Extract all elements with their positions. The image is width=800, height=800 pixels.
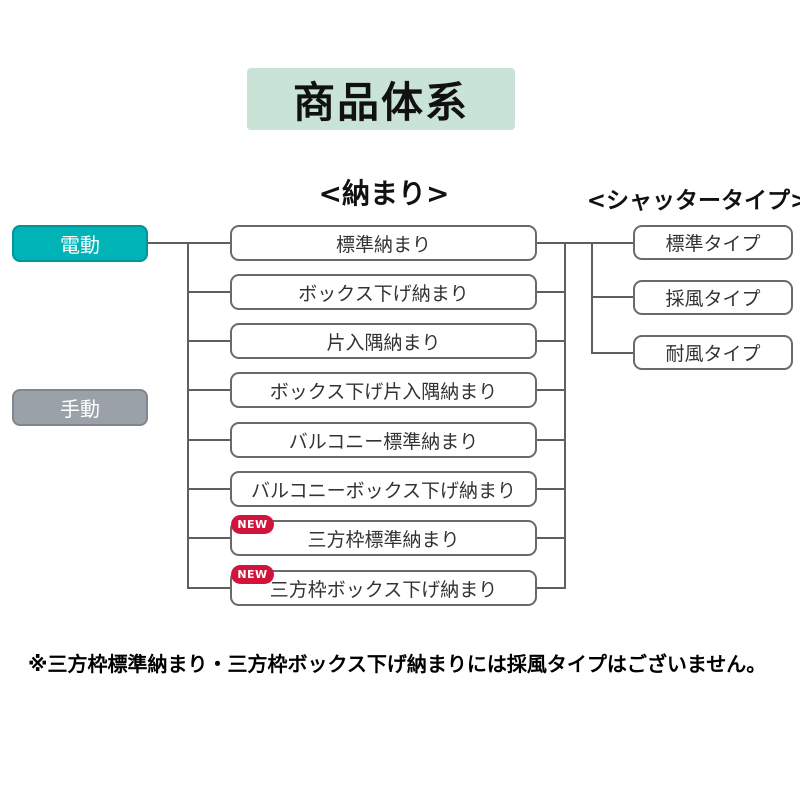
installation-box-corner: 片入隅納まり [230, 323, 537, 359]
installation-column-header: <納まり> [318, 177, 450, 210]
shutter-box-ventilation: 採風タイプ [633, 280, 793, 315]
connector-stub [537, 488, 566, 490]
connector-to-shutter-windproof [591, 352, 633, 354]
connector-right-trunk [564, 242, 566, 589]
connector-stub [537, 389, 566, 391]
shutter-box-label: 標準タイプ [665, 233, 761, 255]
installation-box-box-lowered-corner: ボックス下げ片入隅納まり [230, 372, 537, 408]
installation-box-threeway-standard: NEW 三方枠標準納まり [230, 515, 537, 556]
shutter-box-label: 耐風タイプ [665, 343, 761, 365]
connector-stub [537, 291, 566, 293]
connector-branch [187, 389, 230, 391]
installation-box-label: ボックス下げ片入隅納まり [269, 380, 498, 403]
connector-to-shutter-ventilation [591, 296, 633, 298]
installation-box-label: 三方枠標準納まり [307, 528, 460, 551]
drive-type-electric: 電動 [12, 225, 148, 262]
installation-box-balcony-standard: バルコニー標準納まり [230, 422, 537, 458]
connector-stub [537, 537, 566, 539]
installation-box-label: バルコニーボックス下げ納まり [250, 479, 517, 502]
connector-left-trunk [187, 242, 189, 589]
shutter-box-label: 採風タイプ [665, 288, 761, 310]
new-badge: NEW [231, 565, 274, 584]
connector-shutter-subtrunk [591, 242, 593, 354]
installation-box-label: 三方枠ボックス下げ納まり [269, 578, 498, 601]
connector-branch [187, 439, 230, 441]
connector-stub [537, 439, 566, 441]
connector-stub [537, 340, 566, 342]
connector-stub [537, 587, 566, 589]
connector-stub [537, 242, 566, 244]
installation-box-threeway-box-lowered: NEW 三方枠ボックス下げ納まり [230, 565, 537, 606]
page-title: 商品体系 [292, 77, 469, 127]
connector-branch [187, 291, 230, 293]
shutter-box-windproof: 耐風タイプ [633, 335, 793, 370]
footnote: ※三方枠標準納まり・三方枠ボックス下げ納まりには採風タイプはございません。 [28, 652, 767, 676]
installation-box-label: バルコニー標準納まり [288, 430, 479, 453]
shutter-column-header: <シャッタータイプ> [586, 188, 800, 214]
new-badge: NEW [231, 515, 274, 534]
connector-branch [187, 340, 230, 342]
installation-box-standard: 標準納まり [230, 225, 537, 261]
installation-box-box-lowered: ボックス下げ納まり [230, 274, 537, 310]
installation-box-label: 標準納まり [335, 233, 431, 256]
connector-branch [187, 488, 230, 490]
shutter-box-standard: 標準タイプ [633, 225, 793, 260]
installation-box-label: ボックス下げ納まり [298, 282, 469, 305]
installation-box-label: 片入隅納まり [326, 331, 441, 354]
title-banner: 商品体系 [247, 68, 515, 130]
drive-type-manual: 手動 [12, 389, 148, 426]
connector-electric-to-trunk [148, 242, 230, 244]
connector-to-shutter-standard [564, 242, 633, 244]
connector-branch [187, 587, 230, 589]
connector-branch [187, 537, 230, 539]
installation-box-balcony-box-lowered: バルコニーボックス下げ納まり [230, 471, 537, 507]
